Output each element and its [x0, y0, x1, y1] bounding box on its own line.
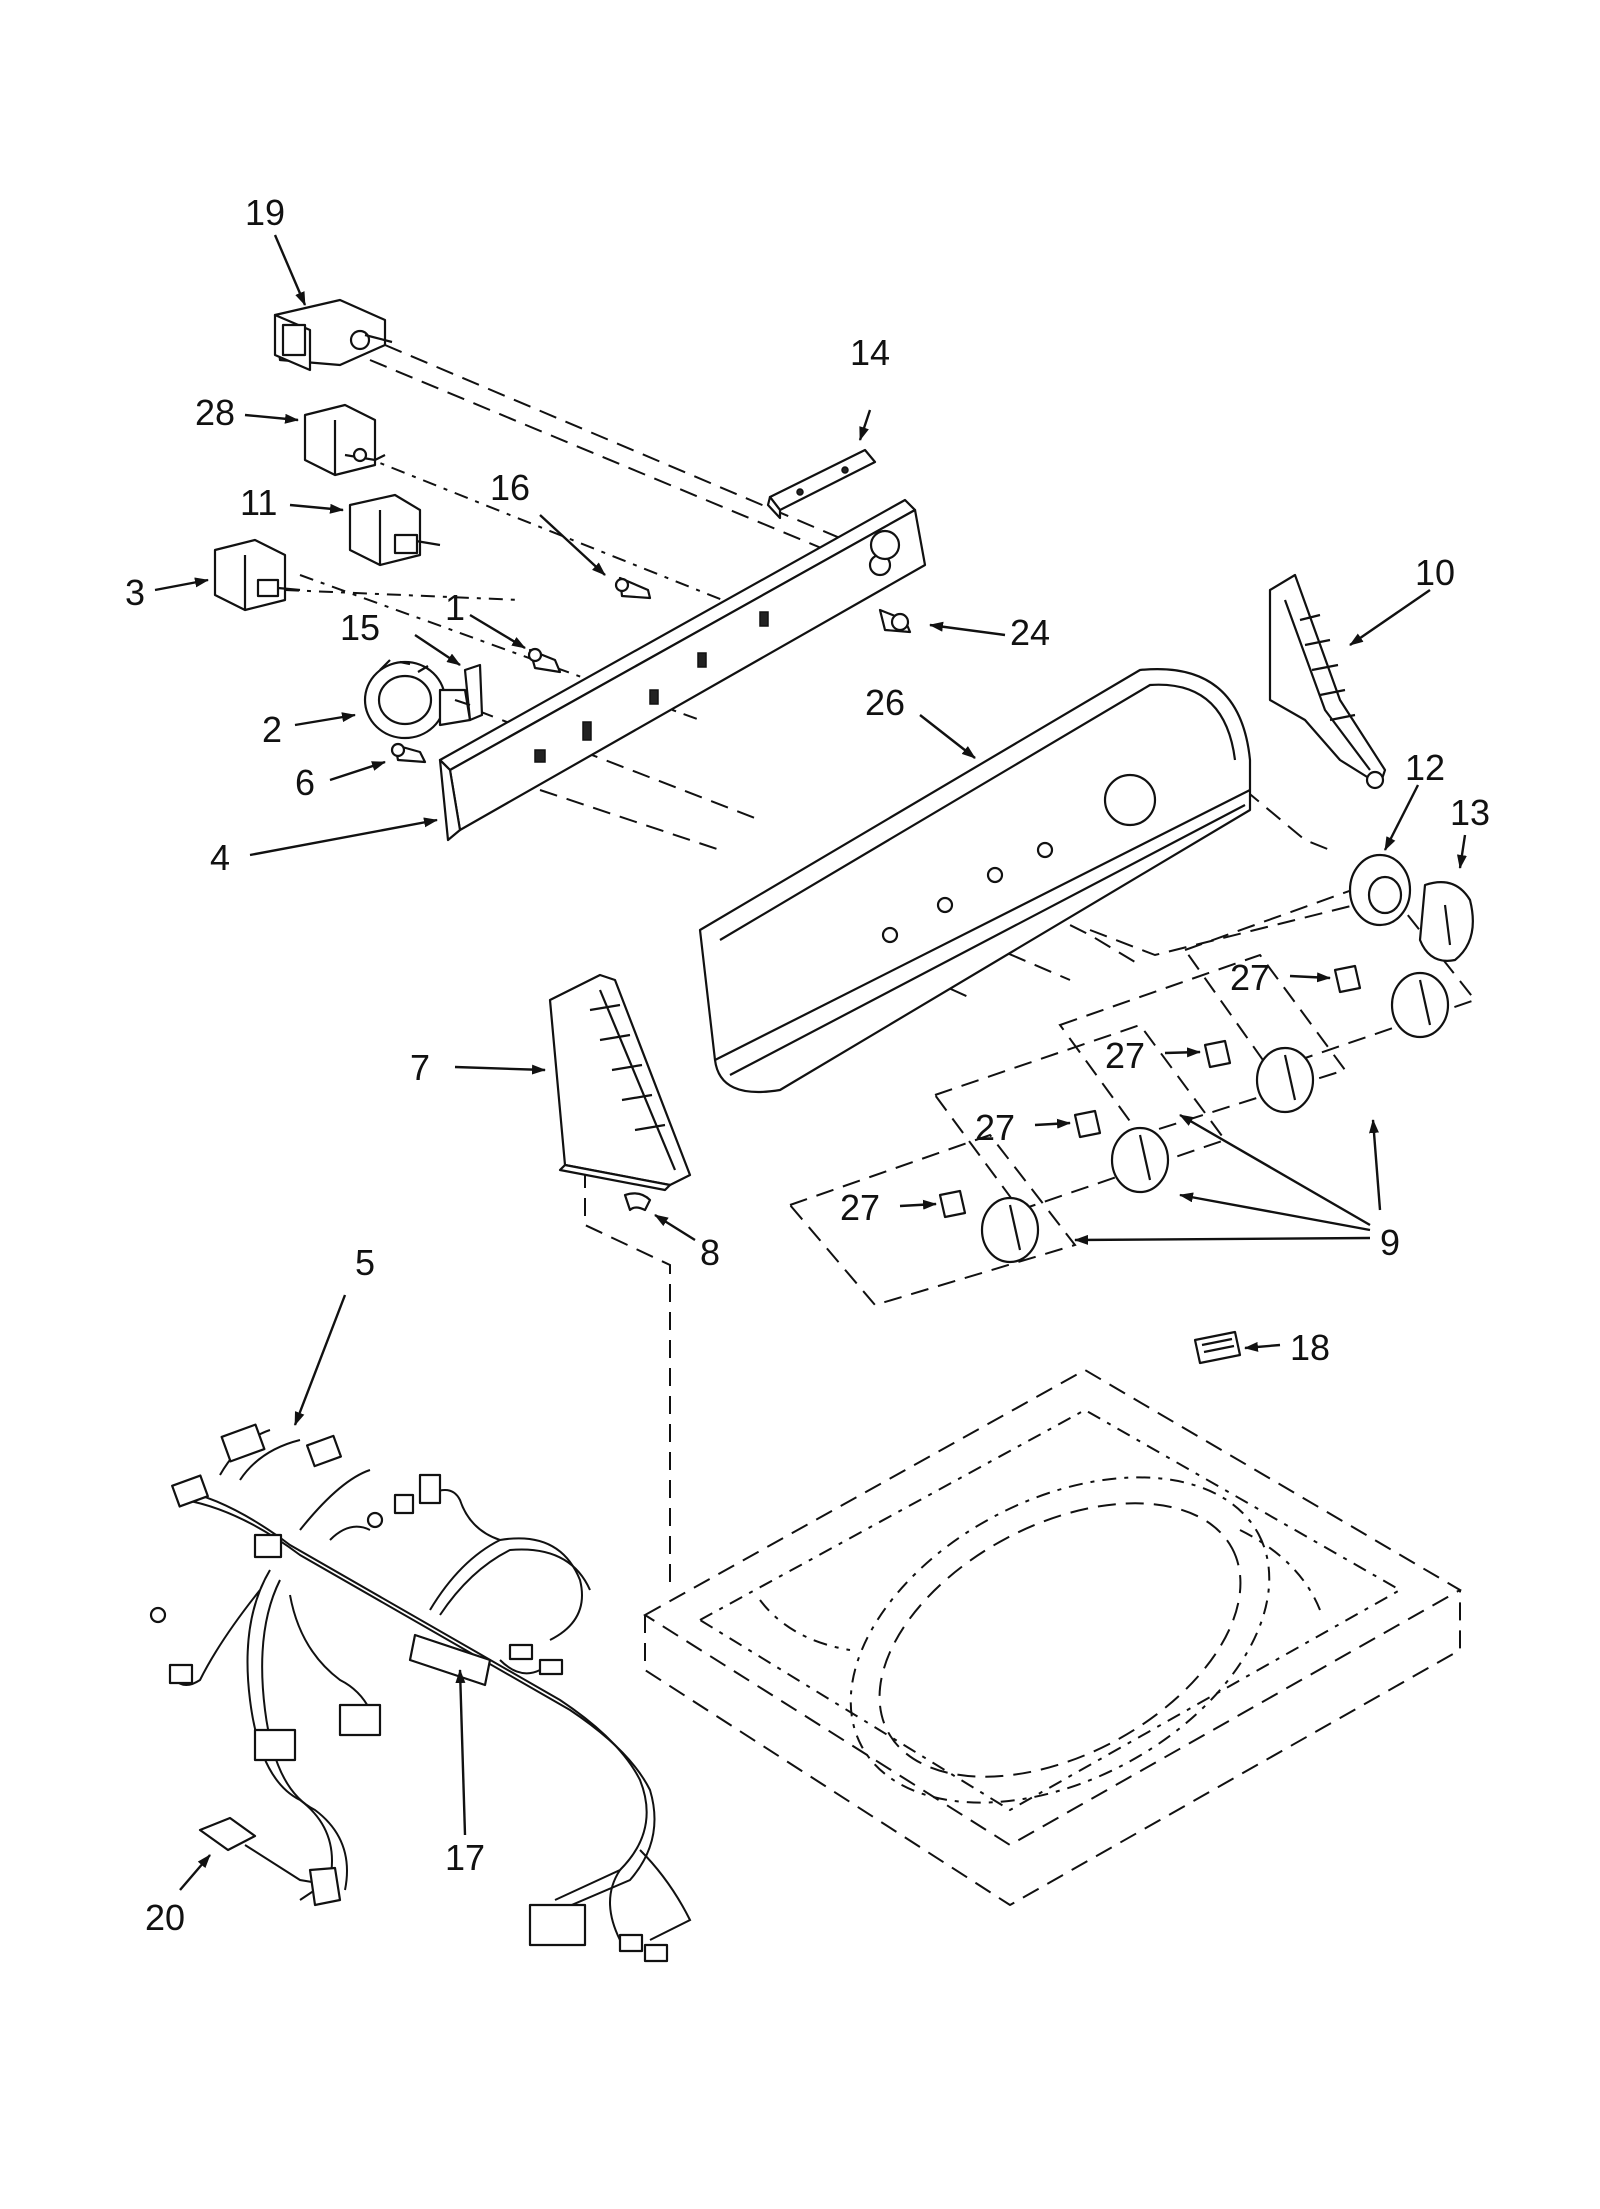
part-18-clip — [1193, 1330, 1242, 1365]
part-3-switch — [213, 538, 301, 612]
part-9-knob-c — [1110, 1126, 1170, 1194]
callout-27-d: 27 — [840, 1187, 880, 1228]
part-11-switch — [348, 493, 441, 567]
part-19-timer — [273, 298, 393, 372]
part-27-clip-a — [1333, 964, 1362, 994]
callout-3: 3 — [125, 572, 145, 613]
callout-4: 4 — [210, 837, 230, 878]
callout-10: 10 — [1415, 552, 1455, 593]
part-26-console — [698, 668, 1252, 1094]
callout-labels: 19 28 11 3 16 15 1 2 6 4 14 24 10 26 12 … — [125, 192, 1490, 1938]
callout-1: 1 — [445, 587, 465, 628]
part-10-end-cap-right — [1268, 573, 1387, 790]
part-15-clip — [454, 663, 484, 722]
callout-24: 24 — [1010, 612, 1050, 653]
callout-2: 2 — [262, 709, 282, 750]
callout-8: 8 — [700, 1232, 720, 1273]
callout-27-c: 27 — [975, 1107, 1015, 1148]
callout-9: 9 — [1380, 1222, 1400, 1263]
part-28-switch — [303, 403, 386, 477]
top-panel-outline — [643, 1368, 1463, 1907]
part-12-knob-base — [1348, 853, 1412, 927]
callout-27-b: 27 — [1105, 1035, 1145, 1076]
callout-15: 15 — [340, 607, 380, 648]
part-8-clip — [623, 1192, 652, 1212]
part-2-pump — [363, 659, 472, 740]
part-27-clip-b — [1203, 1039, 1232, 1069]
part-4-control-bracket — [438, 498, 927, 842]
part-14-bracket — [766, 448, 877, 520]
part-9-knob-a — [1390, 971, 1450, 1039]
part-9-knob-d — [980, 1196, 1040, 1264]
callout-16: 16 — [490, 467, 530, 508]
part-5-wire-harness — [149, 1423, 692, 1963]
callout-6: 6 — [295, 762, 315, 803]
callout-19: 19 — [245, 192, 285, 233]
callout-18: 18 — [1290, 1327, 1330, 1368]
part-9-knob-b — [1255, 1046, 1315, 1114]
part-13-knob — [1418, 881, 1474, 962]
part-20-sensor — [198, 1816, 342, 1907]
part-27-clip-c — [1073, 1109, 1102, 1139]
callout-14: 14 — [850, 332, 890, 373]
callout-27-a: 27 — [1230, 957, 1270, 998]
knob-frames — [788, 878, 1477, 1307]
callout-12: 12 — [1405, 747, 1445, 788]
callout-13: 13 — [1450, 792, 1490, 833]
part-7-end-cap-left — [548, 973, 692, 1192]
callout-7: 7 — [410, 1047, 430, 1088]
callout-17: 17 — [445, 1837, 485, 1878]
callout-11: 11 — [240, 482, 277, 523]
screws — [390, 576, 912, 764]
callout-28: 28 — [195, 392, 235, 433]
part-27-clip-d — [938, 1189, 967, 1219]
callout-arrows — [154, 234, 1467, 1891]
callout-26: 26 — [865, 682, 905, 723]
part-17-filter — [408, 1633, 492, 1687]
callout-5: 5 — [355, 1242, 375, 1283]
callout-20: 20 — [145, 1897, 185, 1938]
